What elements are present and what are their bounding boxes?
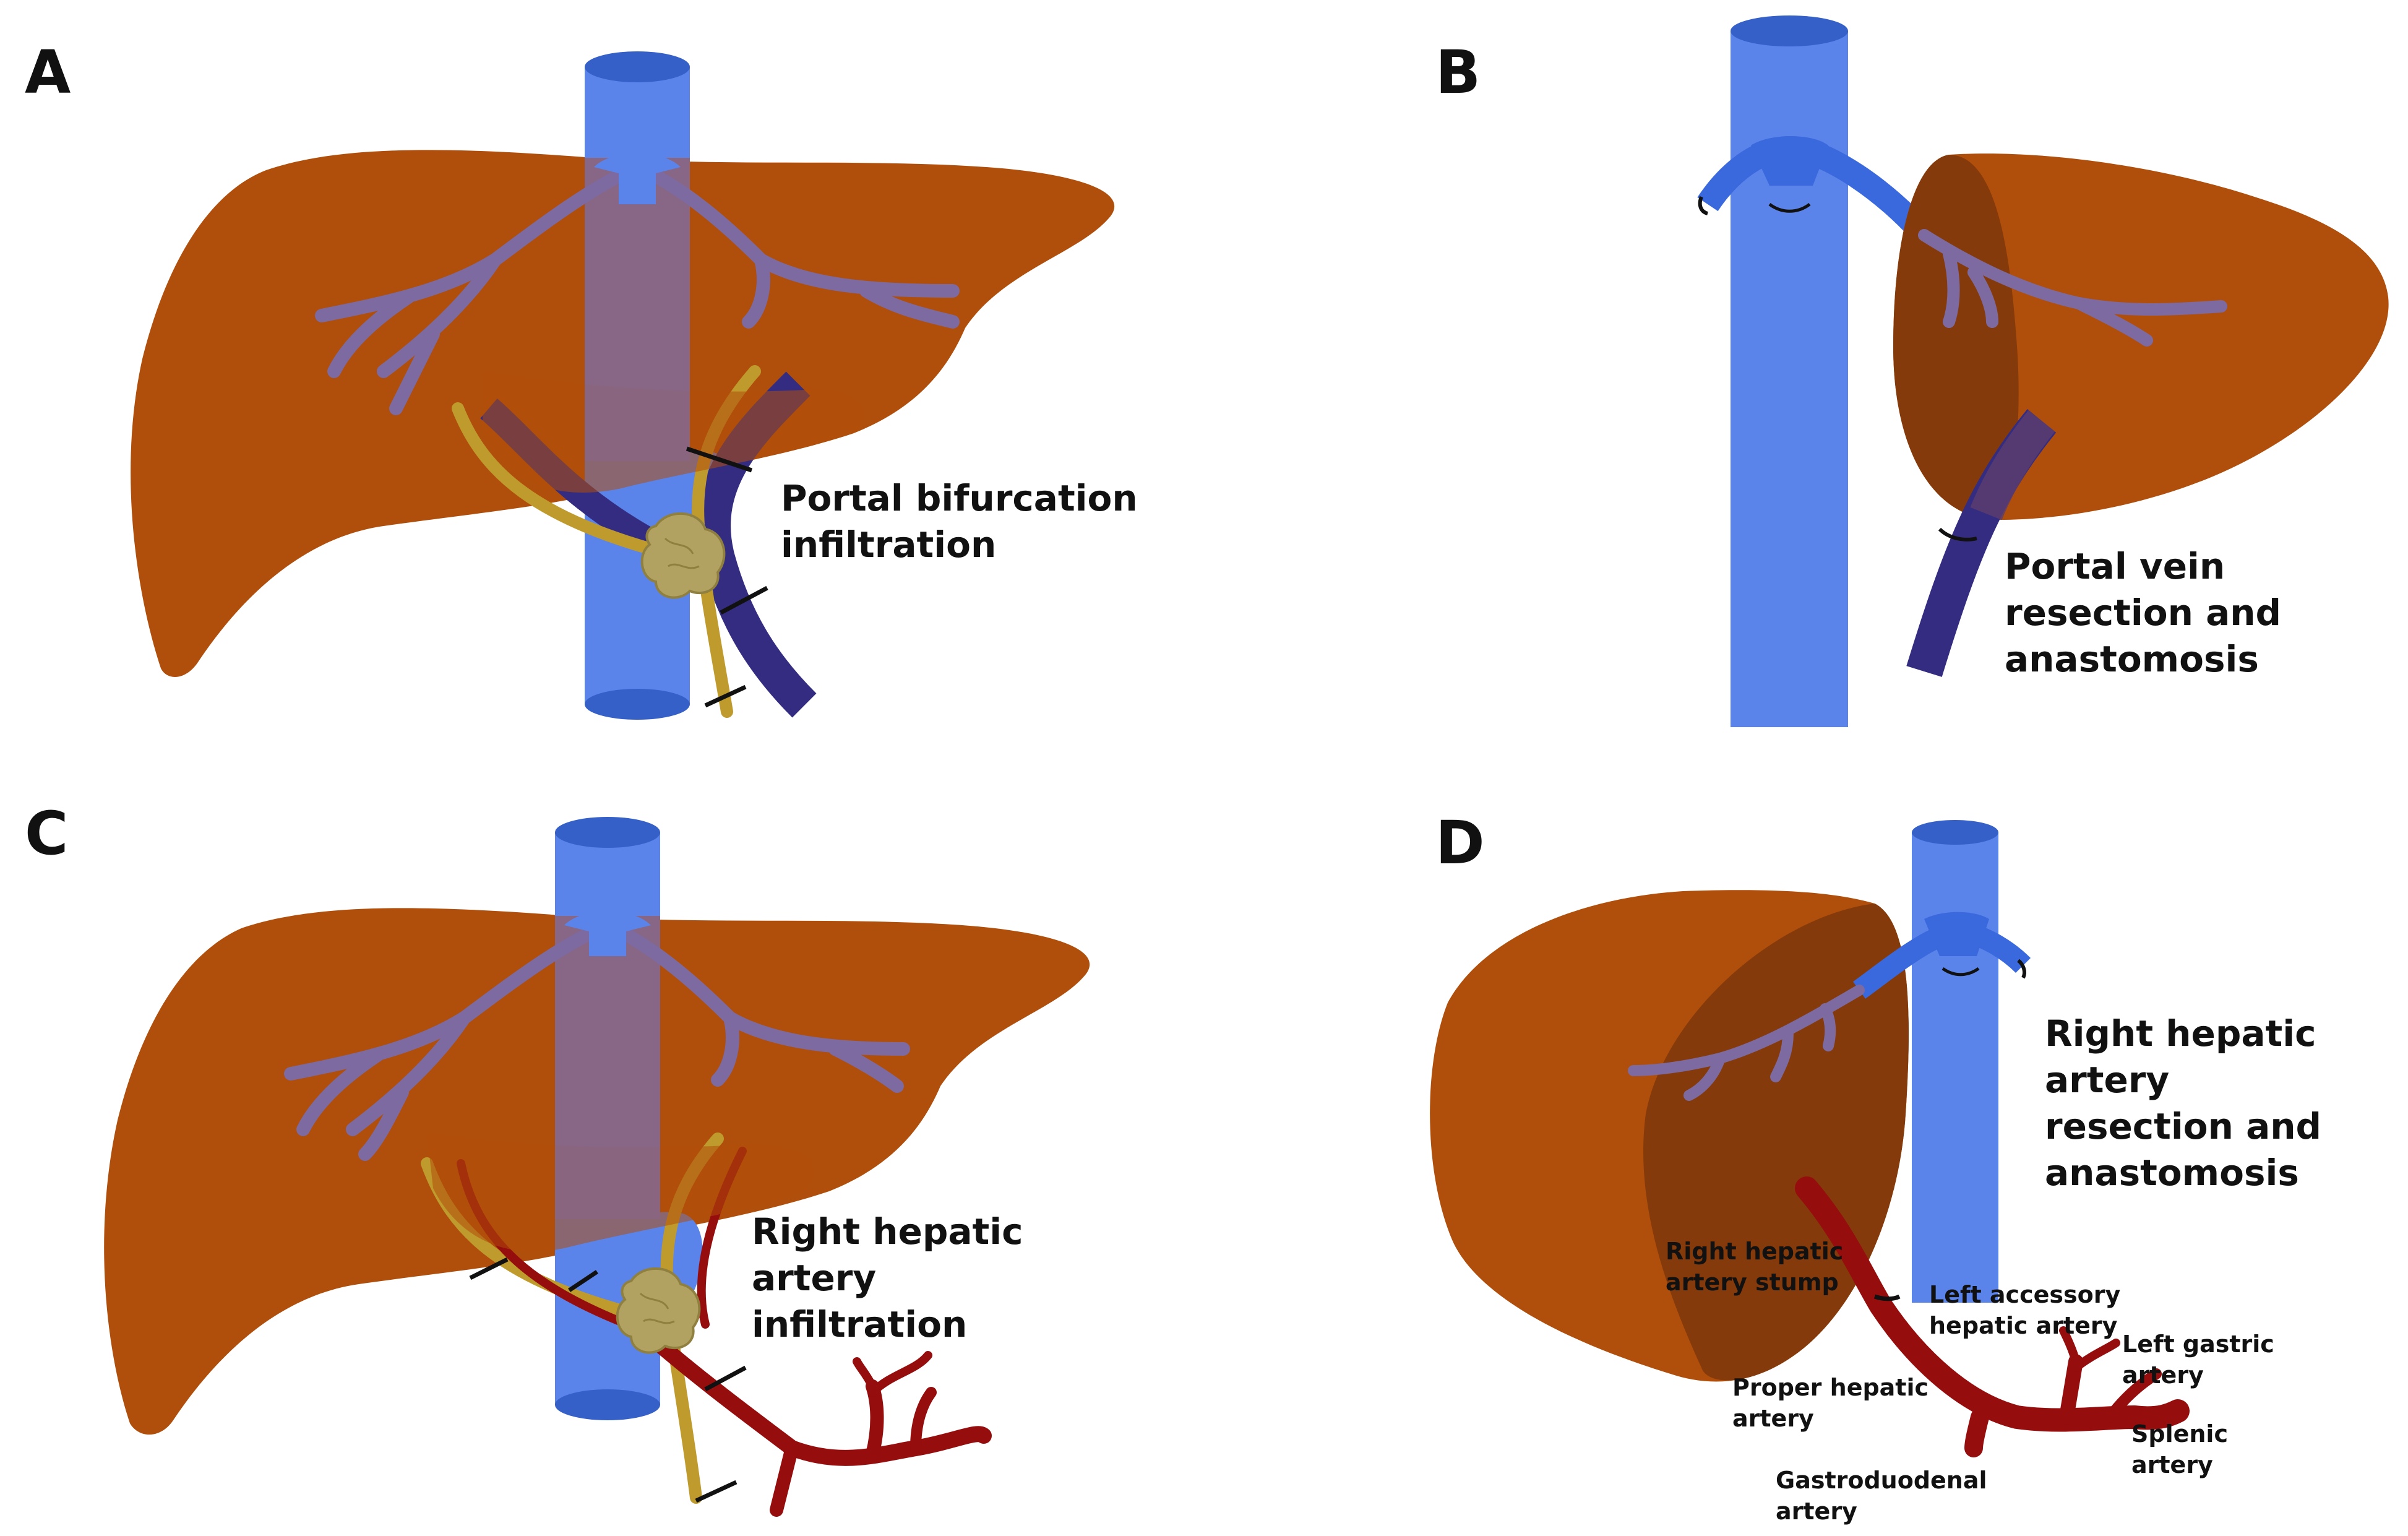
panel-a-tumor (640, 512, 726, 599)
panel-c-tumor-texture (639, 1292, 675, 1324)
panel-a-vena-cava-intrahepatic (585, 158, 690, 461)
label-right-hepatic-artery-stump: Right hepatic artery stump (1666, 1238, 1852, 1296)
panel-d: D (1430, 808, 2334, 1525)
label-proper-hepatic-artery-line-1: Proper hepatic (1732, 1374, 1929, 1401)
panel-b: B Portal vein resection and (1435, 15, 2389, 727)
panel-c: C (25, 799, 1090, 1517)
panel-a-hepatic-veins (315, 160, 960, 415)
panel-b-hepatic-vein-confluence (1697, 136, 1934, 244)
panel-c-tumor (616, 1267, 701, 1354)
panel-a-caption-line-1: Portal bifurcation (781, 477, 1138, 519)
panel-b-portal-vein-intrahepatic (1970, 410, 2055, 520)
label-left-accessory-hepatic-artery-line-1: Left accessory (1929, 1281, 2120, 1308)
panel-d-hepatic-artery (1795, 1176, 2190, 1457)
panel-c-caption-line-2: artery (752, 1257, 876, 1299)
panel-a-letter: A (25, 38, 71, 107)
label-left-gastric-artery: Left gastric artery (2122, 1331, 2282, 1389)
panel-b-liver-cut-surface (1893, 155, 2019, 520)
panel-b-portal-anastomosis (1938, 527, 1977, 541)
panel-b-caption-line-2: resection and (2005, 592, 2281, 634)
panel-b-caption: Portal vein resection and anastomosis (2005, 545, 2294, 680)
panel-c-caption-line-3: infiltration (752, 1303, 967, 1345)
label-proper-hepatic-artery-line-2: artery (1732, 1405, 1814, 1432)
label-gastroduodenal-artery-line-1: Gastroduodenal (1776, 1467, 1987, 1494)
label-splenic-artery: Splenic artery (2131, 1420, 2236, 1478)
panel-d-hepatic-veins (1628, 985, 1865, 1101)
panel-d-caption: Right hepatic artery resection and anast… (2045, 1012, 2334, 1194)
label-left-accessory-hepatic-artery: Left accessory hepatic artery (1929, 1281, 2128, 1339)
panel-b-caption-line-3: anastomosis (2005, 638, 2259, 680)
panel-a: A (25, 38, 1150, 720)
panel-d-hepatic-vein-confluence (1853, 912, 2031, 999)
panel-d-caption-line-2: artery (2045, 1059, 2169, 1101)
panel-b-vena-cava (1731, 15, 1848, 727)
panel-d-letter: D (1435, 808, 1485, 878)
panel-d-liver-cut-surface (1643, 904, 1909, 1381)
panel-d-caption-line-4: anastomosis (2045, 1152, 2299, 1194)
panel-a-caption-line-2: infiltration (781, 524, 996, 566)
panel-b-hepatic-veins (1918, 229, 2227, 347)
label-gastroduodenal-artery: Gastroduodenal artery (1776, 1467, 1995, 1525)
panel-a-hepatic-vein-confluence (594, 153, 681, 204)
panel-d-arterial-anastomosis (1873, 1294, 1901, 1301)
panel-d-caption-line-3: resection and (2045, 1105, 2321, 1147)
label-splenic-artery-line-2: artery (2131, 1451, 2213, 1478)
label-left-gastric-artery-line-2: artery (2122, 1361, 2204, 1389)
panel-a-tumor-texture (664, 537, 700, 569)
panel-d-vena-cava (1912, 820, 1998, 1303)
label-right-hepatic-artery-stump-line-1: Right hepatic (1666, 1238, 1843, 1265)
panel-c-hepatic-veins (284, 918, 910, 1161)
panel-a-caption: Portal bifurcation infiltration (781, 477, 1150, 566)
panel-c-vena-cava-intrahepatic (555, 916, 660, 1219)
panel-c-caption: Right hepatic artery infiltration (752, 1210, 1036, 1345)
panel-c-caption-line-1: Right hepatic (752, 1210, 1023, 1253)
panel-c-letter: C (25, 799, 68, 868)
label-splenic-artery-line-1: Splenic (2131, 1420, 2228, 1448)
panel-a-resection-marks (686, 446, 768, 708)
label-left-accessory-hepatic-artery-line-2: hepatic artery (1929, 1312, 2118, 1339)
label-left-gastric-artery-line-1: Left gastric (2122, 1331, 2274, 1358)
panel-c-resection-marks (469, 1257, 747, 1503)
label-right-hepatic-artery-stump-line-2: artery stump (1666, 1269, 1839, 1296)
label-proper-hepatic-artery: Proper hepatic artery (1732, 1374, 1937, 1432)
panel-b-letter: B (1435, 38, 1481, 107)
panel-d-caption-line-1: Right hepatic (2045, 1012, 2316, 1055)
panel-c-hepatic-vein-confluence (564, 911, 651, 956)
panel-b-caption-line-1: Portal vein (2005, 545, 2225, 587)
label-gastroduodenal-artery-line-2: artery (1776, 1498, 1857, 1525)
